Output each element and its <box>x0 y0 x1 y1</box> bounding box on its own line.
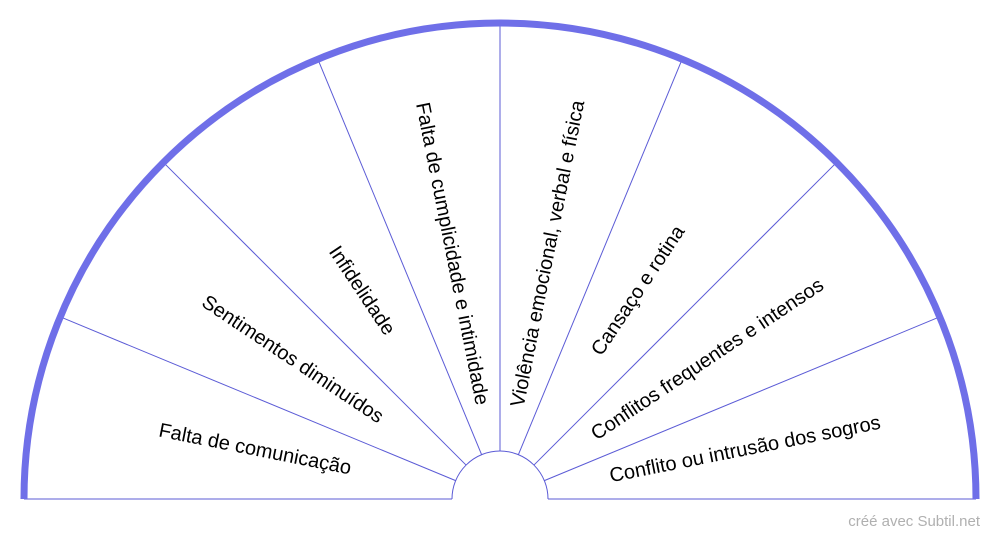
divider-line <box>533 162 837 466</box>
outer-rim <box>20 19 980 500</box>
divider-line <box>163 162 467 466</box>
sector-label: Falta de cumplicidade e intimidade <box>411 100 493 406</box>
sector-label: Violência emocional, verbal e física <box>507 98 590 409</box>
divider-line <box>544 316 940 482</box>
sector-label: Cansaço e rotina <box>587 221 690 360</box>
credit-text: créé avec Subtil.net <box>848 513 980 530</box>
divider-line <box>60 316 456 482</box>
sector-label: Conflito ou intrusão dos sogros <box>608 412 883 487</box>
sector-label: Falta de comunicação <box>157 420 353 480</box>
divider-line <box>317 59 483 455</box>
divider-line <box>517 59 683 455</box>
hub-arc <box>451 450 549 500</box>
sector-label: Sentimentos diminuídos <box>198 291 388 428</box>
divider-lines <box>20 19 980 500</box>
sector-label: Infidelidade <box>324 242 399 339</box>
